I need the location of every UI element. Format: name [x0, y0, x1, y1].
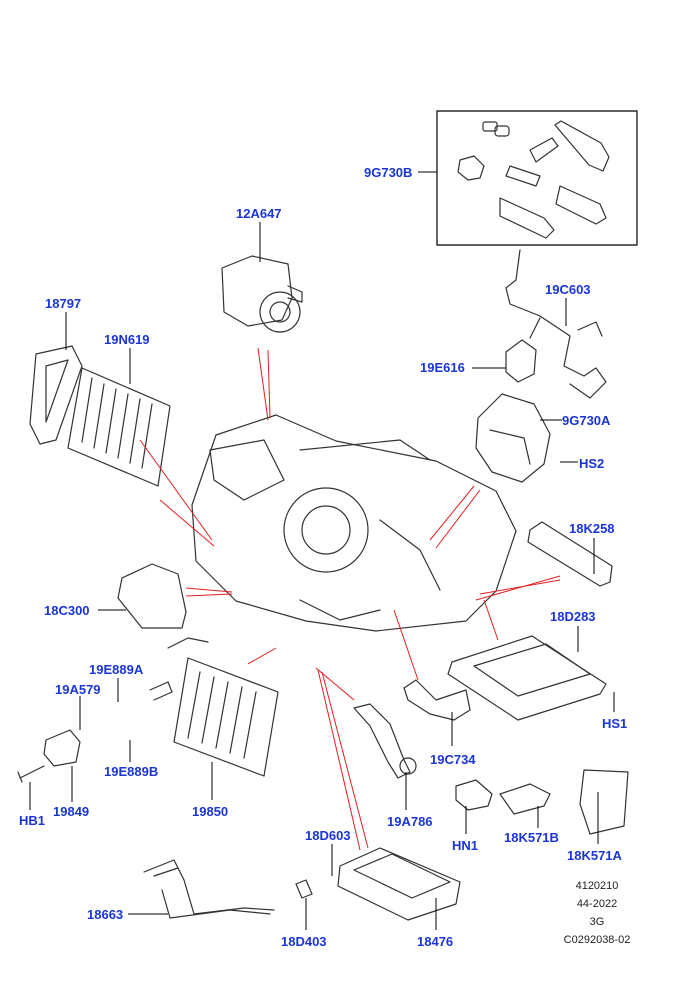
clip-part — [295, 879, 313, 899]
reference-code-3: 3G — [589, 916, 605, 928]
small-bracket-part — [499, 783, 551, 815]
pipe-part — [403, 679, 471, 721]
pollen-filter-part — [67, 367, 171, 487]
label-18K571B[interactable]: 18K571B — [504, 830, 559, 845]
duct-part — [527, 521, 613, 587]
actuator-assembly-part — [475, 393, 551, 483]
heater-core-part — [149, 637, 279, 777]
blower-motor-part — [221, 255, 303, 333]
heater-hoses-part — [143, 859, 275, 919]
label-HS1[interactable]: HS1 — [602, 716, 628, 731]
actuator-part — [505, 339, 537, 383]
label-HN1[interactable]: HN1 — [452, 838, 479, 853]
housing-cover-part — [117, 563, 187, 629]
label-18D283[interactable]: 18D283 — [550, 609, 596, 624]
label-HS2[interactable]: HS2 — [579, 456, 605, 471]
reference-code-2: 44-2022 — [576, 898, 618, 910]
heat-shield-part — [579, 769, 629, 835]
reference-code-4: C0292038-02 — [563, 934, 631, 946]
leader-lines — [29, 171, 615, 930]
callout-lines — [139, 347, 561, 851]
label-18C300[interactable]: 18C300 — [44, 603, 90, 618]
hvac-housing-part — [191, 414, 517, 632]
label-19C734[interactable]: 19C734 — [430, 752, 476, 767]
label-18K571A[interactable]: 18K571A — [567, 848, 622, 863]
label-19E616[interactable]: 19E616 — [420, 360, 465, 375]
label-12A647[interactable]: 12A647 — [236, 206, 282, 221]
label-18797[interactable]: 18797 — [45, 296, 82, 311]
label-19850[interactable]: 19850 — [192, 804, 229, 819]
label-9G730B[interactable]: 9G730B — [364, 165, 413, 180]
label-18476[interactable]: 18476 — [417, 934, 454, 949]
drain-tube-part — [353, 703, 411, 779]
label-18663[interactable]: 18663 — [87, 907, 124, 922]
label-19849[interactable]: 19849 — [53, 804, 90, 819]
label-19A579[interactable]: 19A579 — [55, 682, 101, 697]
label-18K258[interactable]: 18K258 — [569, 521, 615, 536]
label-HB1[interactable]: HB1 — [19, 813, 46, 828]
label-9G730A[interactable]: 9G730A — [562, 413, 611, 428]
label-19C603[interactable]: 19C603 — [545, 282, 591, 297]
nut-part — [455, 779, 493, 811]
wiring-harness-part — [505, 249, 607, 399]
label-19A786[interactable]: 19A786 — [387, 814, 433, 829]
bracket-part — [43, 729, 81, 767]
label-19E889A[interactable]: 19E889A — [89, 662, 144, 677]
evaporator-part — [337, 847, 461, 921]
label-19E889B[interactable]: 19E889B — [104, 764, 159, 779]
reference-code-1: 4120210 — [575, 880, 619, 892]
evaporator-cover-part — [447, 635, 607, 721]
label-18D603[interactable]: 18D603 — [305, 828, 351, 843]
bolt-part — [17, 765, 45, 783]
actuator-kit-box — [436, 110, 638, 246]
label-19N619[interactable]: 19N619 — [104, 332, 150, 347]
filter-frame-part — [29, 345, 83, 445]
label-18D403[interactable]: 18D403 — [281, 934, 327, 949]
